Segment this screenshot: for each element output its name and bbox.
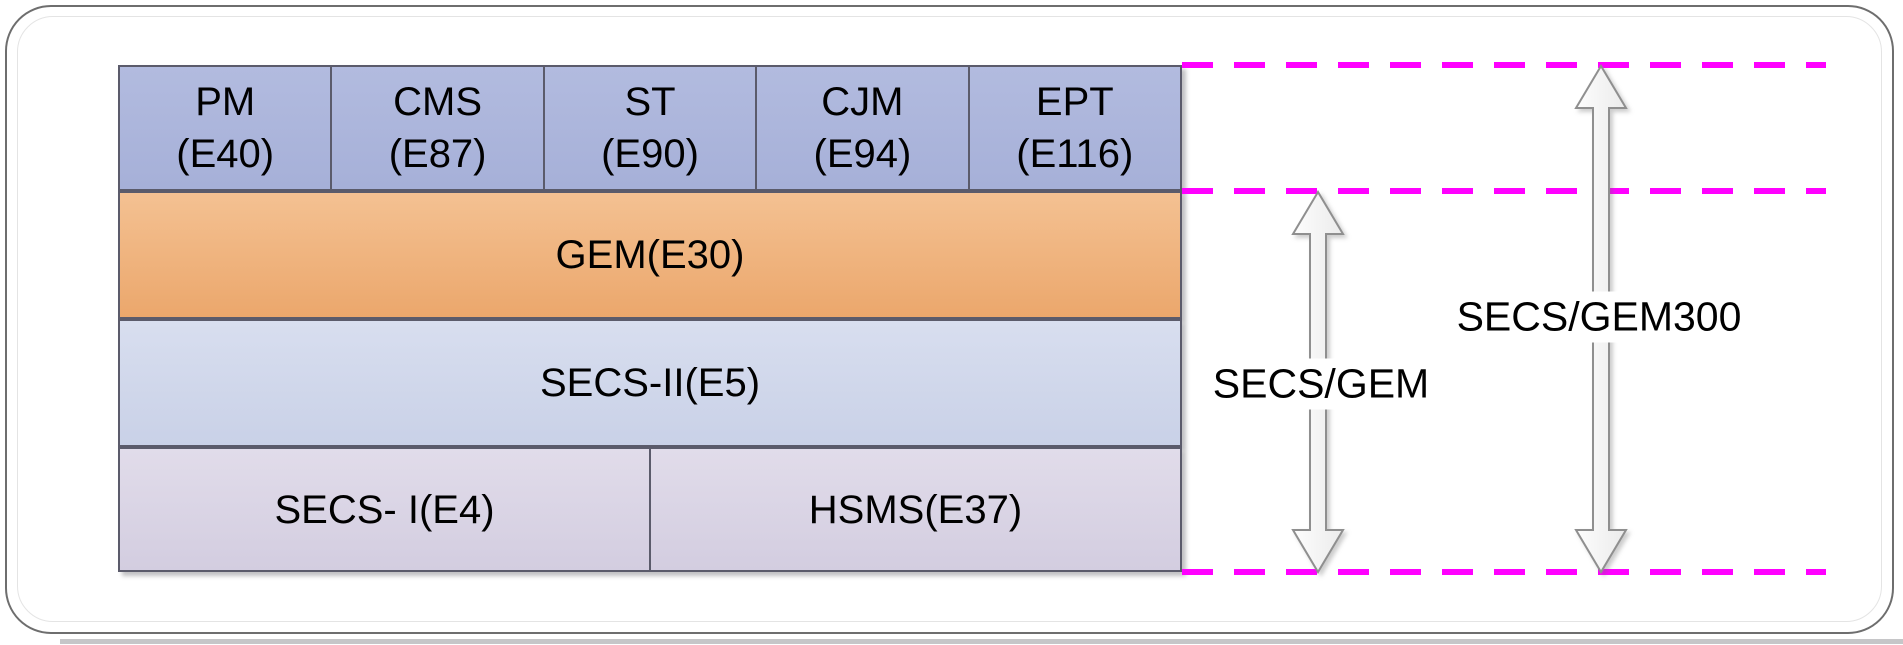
- cell-pm-e40: PM (E40): [120, 67, 330, 189]
- cell-label: EPT: [1035, 80, 1114, 124]
- hsms-e37-cell: HSMS(E37): [649, 449, 1180, 570]
- outer-rounded-frame: [5, 5, 1894, 634]
- secs2-label: SECS-II(E5): [539, 361, 761, 405]
- cell-sublabel: (E40): [176, 132, 275, 176]
- gem-e30-row: GEM(E30): [118, 191, 1182, 319]
- cell-label: CJM: [821, 80, 904, 124]
- secs-gem300-label: SECS/GEM300: [1444, 291, 1754, 343]
- cell-cjm-e94: CJM (E94): [755, 67, 967, 189]
- top-row: PM (E40) CMS (E87) ST (E90) CJM (E94) EP…: [118, 65, 1182, 191]
- gem-label: GEM(E30): [555, 233, 745, 277]
- dashed-line-middle: [1182, 188, 1826, 194]
- cell-sublabel: (E94): [813, 132, 912, 176]
- cell-label: CMS: [393, 80, 483, 124]
- cell-ept-e116: EPT (E116): [967, 67, 1180, 189]
- cell-label: PM: [195, 80, 256, 124]
- cell-cms-e87: CMS (E87): [330, 67, 542, 189]
- frame-bottom-shadow: [60, 639, 1903, 644]
- secs2-e5-row: SECS-II(E5): [118, 319, 1182, 447]
- inner-frame-highlight: [17, 16, 1882, 622]
- secs1-label: SECS- I(E4): [274, 487, 495, 532]
- dashed-line-bottom: [1182, 569, 1826, 575]
- secs-gem-label: SECS/GEM: [1200, 358, 1442, 410]
- secs1-e4-cell: SECS- I(E4): [120, 449, 649, 570]
- cell-sublabel: (E116): [1016, 132, 1134, 176]
- dashed-line-top: [1182, 62, 1826, 68]
- hsms-label: HSMS(E37): [808, 487, 1023, 532]
- cell-label: ST: [624, 80, 676, 124]
- transport-row: SECS- I(E4) HSMS(E37): [118, 447, 1182, 572]
- cell-st-e90: ST (E90): [542, 67, 755, 189]
- cell-sublabel: (E87): [388, 132, 487, 176]
- cell-sublabel: (E90): [601, 132, 699, 176]
